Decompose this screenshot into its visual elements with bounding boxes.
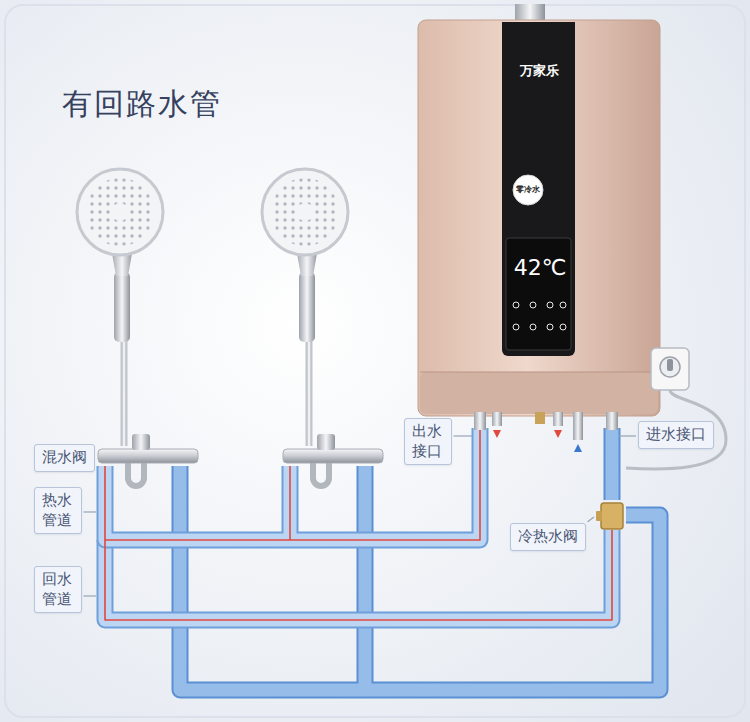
shower-left bbox=[77, 169, 198, 486]
cold-hot-valve bbox=[596, 503, 623, 529]
leader-line bbox=[454, 435, 473, 436]
callout-box: 混水阀 bbox=[34, 444, 95, 472]
callout-text: 冷热水阀 bbox=[518, 527, 578, 547]
callout-box: 回水 管道 bbox=[34, 566, 82, 613]
heater-label: 万家乐 bbox=[520, 64, 559, 77]
callout-text: 回水 管道 bbox=[42, 570, 74, 609]
callout-text: 出水 接口 bbox=[412, 422, 444, 461]
callout-box: 热水 管道 bbox=[34, 487, 82, 534]
water-heater bbox=[418, 4, 660, 452]
callout-text: 进水接口 bbox=[646, 425, 706, 445]
callout-box: 出水 接口 bbox=[404, 418, 452, 465]
callout-box: 进水接口 bbox=[638, 421, 714, 449]
diagram-title: 有回路水管 bbox=[62, 84, 222, 125]
heater-label: 零冷水 bbox=[516, 186, 540, 194]
pipes bbox=[105, 428, 660, 690]
heater-label: 42℃ bbox=[514, 257, 567, 279]
leader-line bbox=[84, 595, 97, 596]
leader-line bbox=[588, 517, 594, 522]
frame bbox=[5, 5, 745, 717]
callout-text: 热水 管道 bbox=[42, 491, 74, 530]
leader-line bbox=[619, 435, 636, 436]
power-socket bbox=[626, 348, 726, 469]
callout-text: 混水阀 bbox=[42, 448, 87, 468]
leader-line bbox=[84, 511, 97, 512]
shower-right bbox=[262, 169, 383, 486]
callout-box: 冷热水阀 bbox=[510, 523, 586, 551]
